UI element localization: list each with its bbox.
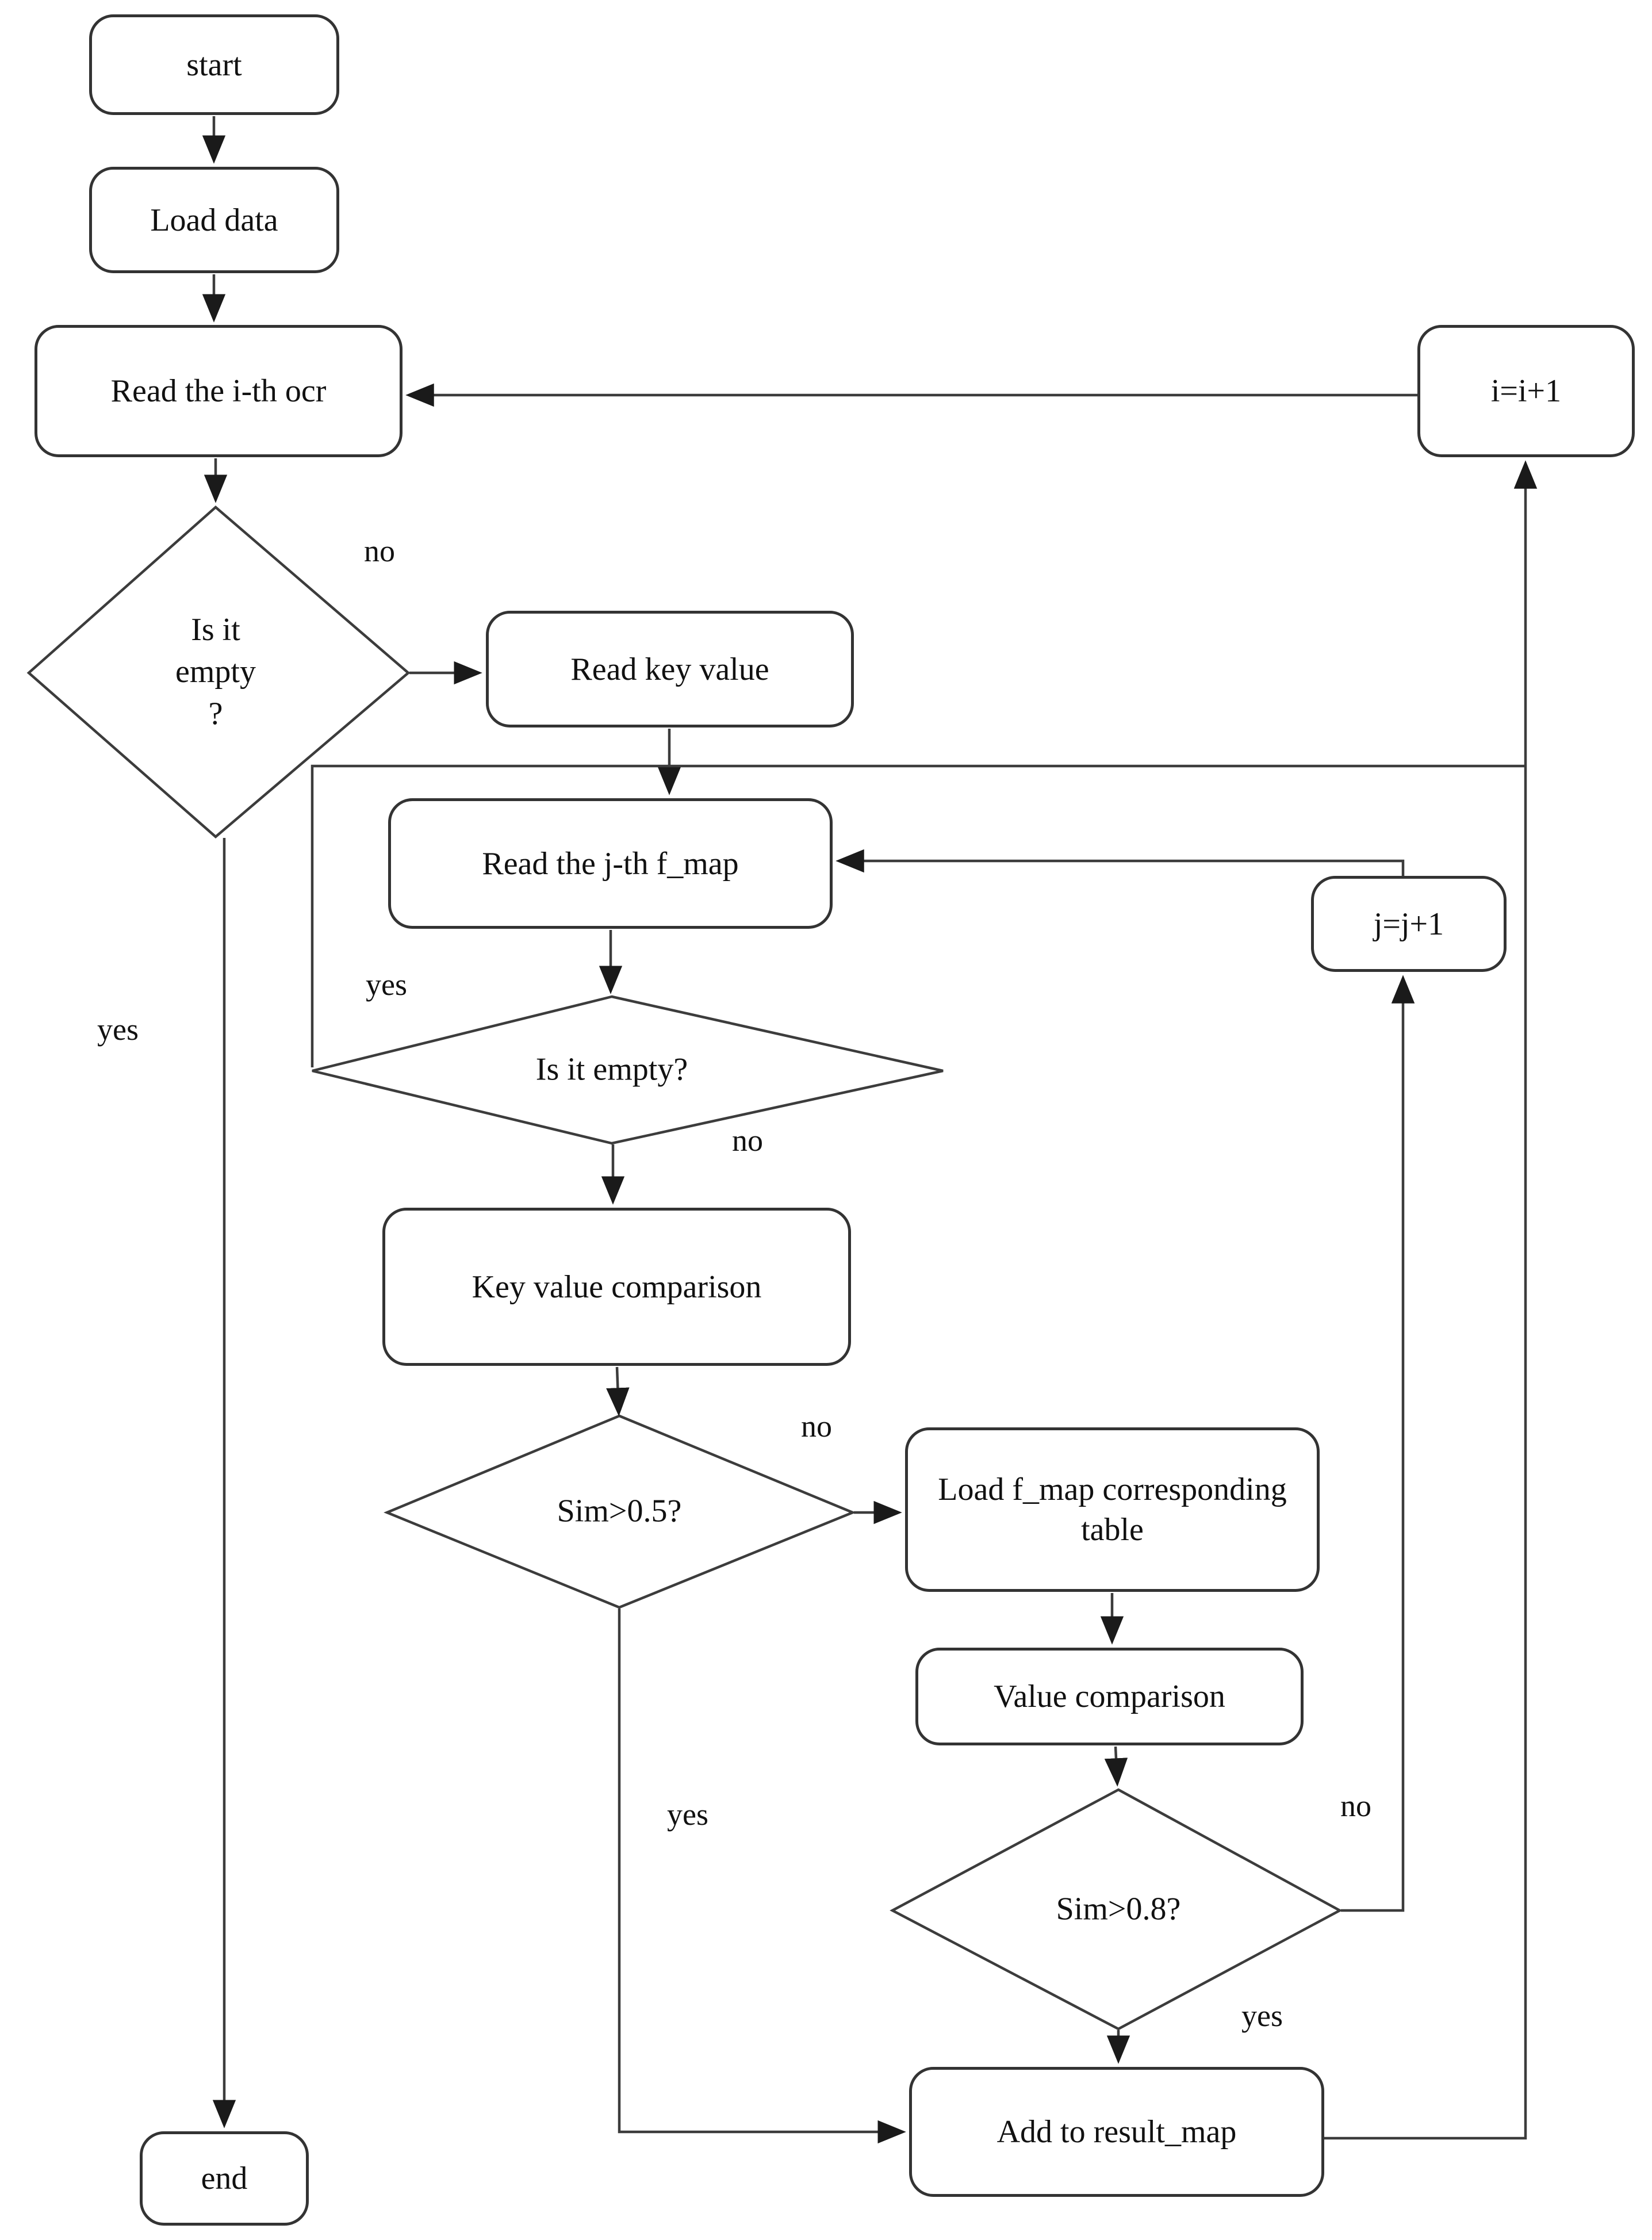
edge-label-ocr-empty-no: no bbox=[364, 534, 395, 568]
node-load-fmap-table: Load f_map corresponding table bbox=[905, 1427, 1320, 1592]
decision-is-empty-fmap-shape bbox=[312, 995, 944, 1145]
edge-increment-j-to-read-fmap bbox=[835, 849, 1405, 876]
node-end: end bbox=[140, 2131, 309, 2226]
edge-label-sim05-no: no bbox=[801, 1409, 832, 1443]
decision-sim08-label: Sim>0.8? bbox=[1056, 1891, 1181, 1927]
node-add-to-result-map: Add to result_map bbox=[909, 2067, 1324, 2197]
edge-is-empty-j-yes-merge bbox=[311, 764, 1525, 1067]
edge-key-comparison-to-sim05 bbox=[606, 1366, 630, 1416]
decision-sim05-label: Sim>0.5? bbox=[557, 1493, 682, 1529]
node-read-jth-fmap: Read the j-th f_map bbox=[388, 798, 833, 929]
decision-sim05-shape bbox=[384, 1414, 856, 1609]
decision-is-empty-ocr-label: Is it empty ? bbox=[175, 611, 256, 732]
node-load-data: Load data bbox=[89, 167, 339, 273]
edge-label-fmap-empty-yes: yes bbox=[366, 967, 407, 1002]
edge-value-comparison-to-sim08 bbox=[1104, 1746, 1128, 1787]
node-value-comparison: Value comparison bbox=[915, 1648, 1304, 1745]
node-start: start bbox=[89, 14, 339, 115]
decision-is-empty-fmap-label: Is it empty? bbox=[535, 1051, 688, 1088]
edge-label-sim08-yes: yes bbox=[1241, 1998, 1283, 2033]
decision-is-empty-ocr-shape bbox=[26, 506, 411, 838]
edge-label-sim08-no: no bbox=[1340, 1789, 1371, 1823]
edge-add-result-to-increment-i bbox=[1324, 460, 1538, 2140]
node-increment-j: j=j+1 bbox=[1311, 876, 1507, 972]
edge-label-sim05-yes: yes bbox=[667, 1797, 708, 1832]
edge-label-fmap-empty-no: no bbox=[732, 1123, 763, 1158]
node-increment-i: i=i+1 bbox=[1417, 325, 1635, 457]
node-read-key-value: Read key value bbox=[486, 611, 854, 727]
edge-sim05-yes-to-add-result bbox=[618, 1609, 906, 2144]
decision-sim08-shape bbox=[890, 1788, 1343, 2031]
edge-sim08-no-to-increment-j bbox=[1341, 975, 1415, 1912]
edge-label-ocr-empty-yes: yes bbox=[97, 1012, 139, 1047]
node-key-value-comparison: Key value comparison bbox=[382, 1208, 851, 1366]
node-read-ith-ocr: Read the i-th ocr bbox=[35, 325, 403, 457]
